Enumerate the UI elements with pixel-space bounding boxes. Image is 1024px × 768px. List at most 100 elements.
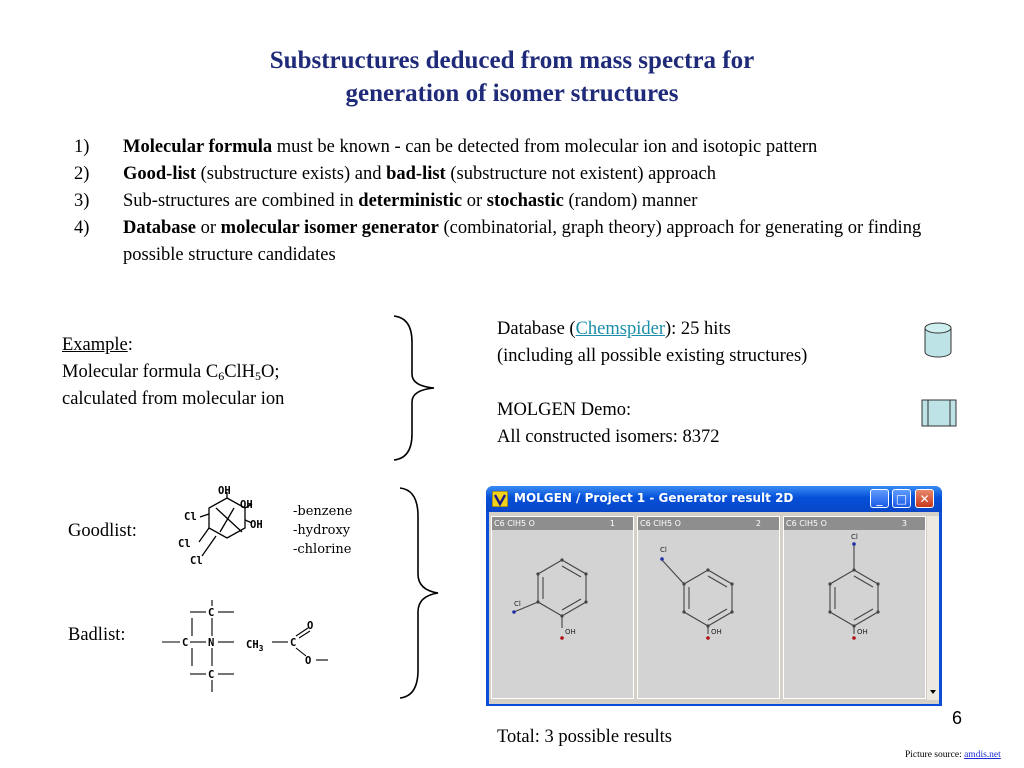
database-note: (including all possible existing structu…	[497, 346, 808, 366]
page-number: 6	[952, 708, 963, 728]
atom-o: O	[305, 655, 311, 667]
panel-index: 3	[901, 519, 907, 528]
chemspider-link[interactable]: Chemspider	[575, 319, 665, 339]
scroll-down-arrow-icon[interactable]	[929, 688, 937, 696]
generator-icon	[921, 399, 957, 427]
source-prefix: Picture source:	[905, 750, 965, 760]
molgen-app-icon	[492, 491, 508, 507]
vertical-scrollbar[interactable]	[927, 516, 939, 700]
database-suffix: ): 25 hits	[665, 319, 731, 339]
list-number: 2)	[74, 164, 90, 184]
panel-index: 1	[609, 519, 615, 528]
molecule-4-chlorophenol: Cl OH	[828, 533, 880, 640]
goodlist-label: Goodlist:	[68, 521, 137, 541]
list-item: 3) Sub-structures are combined in determ…	[74, 188, 974, 215]
window-body: C6 ClH5 O 1 Cl OH C6 ClH5 O 2	[489, 512, 939, 704]
feature-hydroxy: -hydroxy	[293, 523, 351, 538]
list-text: (substructure exists) and	[195, 164, 387, 184]
list-item: 1) Molecular formula must be known - can…	[74, 134, 974, 161]
example-label: Example	[62, 335, 128, 355]
database-block: Database (Chemspider): 25 hits (includin…	[497, 316, 807, 451]
atom-n: N	[208, 637, 214, 649]
close-button[interactable]: ✕	[915, 489, 934, 508]
badlist-label: Badlist:	[68, 625, 126, 645]
goodlist-structure: OH OH OH Cl Cl Cl	[178, 485, 263, 567]
window-title: MOLGEN / Project 1 - Generator result 2D	[514, 491, 794, 505]
atom-c: C	[290, 637, 296, 649]
list-number: 1)	[74, 137, 90, 157]
title-line-2: generation of isomer structures	[345, 80, 679, 107]
atom-o: O	[307, 620, 313, 632]
formula-suffix: O;	[261, 362, 280, 382]
atom-cl: Cl	[190, 555, 203, 567]
amdis-link[interactable]: amdis.net	[964, 750, 1001, 760]
list-text: or	[195, 218, 221, 238]
atom-cl: Cl	[851, 533, 858, 541]
list-text: Sub-structures are combined in	[123, 191, 359, 211]
list-item: 2) Good-list (substructure exists) and b…	[74, 161, 974, 188]
result-panel-2[interactable]: C6 ClH5 O 2 Cl OH	[637, 516, 780, 699]
panel-formula: C6 ClH5 O	[494, 519, 535, 528]
list-number: 4)	[74, 218, 90, 238]
picture-source: Picture source: amdis.net	[905, 750, 1001, 760]
database-icon	[924, 322, 952, 358]
atom-oh: OH	[240, 499, 253, 511]
atom-c: C	[208, 607, 214, 619]
feature-benzene: -benzene	[293, 504, 353, 519]
result-panel-1[interactable]: C6 ClH5 O 1 Cl OH	[491, 516, 634, 699]
atom-oh: OH	[711, 628, 722, 636]
title-line-1: Substructures deduced from mass spectra …	[269, 47, 755, 74]
list-text: (combinatorial, graph theory) approach f…	[123, 218, 922, 265]
list-bold-term: Database	[123, 218, 196, 238]
molgen-window: MOLGEN / Project 1 - Generator result 2D…	[486, 486, 942, 706]
panel-formula: C6 ClH5 O	[786, 519, 827, 528]
list-number: 3)	[74, 191, 90, 211]
list-text: (substructure not existent) approach	[445, 164, 716, 184]
badlist-structure: C C N C CH3 C O O	[162, 600, 328, 692]
atom-ch3: CH3	[246, 639, 264, 653]
atom-oh: OH	[565, 628, 576, 636]
atom-cl: Cl	[514, 600, 521, 608]
formula-subscript: 6	[218, 369, 225, 383]
window-titlebar[interactable]: MOLGEN / Project 1 - Generator result 2D…	[486, 486, 942, 512]
list-text: (random) manner	[563, 191, 698, 211]
formula-mid: ClH	[224, 362, 256, 382]
atom-oh: OH	[250, 519, 263, 531]
right-brace-bottom	[399, 487, 439, 699]
atom-cl: Cl	[184, 511, 197, 523]
molecule-3-chlorophenol: Cl OH	[660, 546, 734, 640]
atom-cl: Cl	[178, 538, 191, 550]
feature-chlorine: -chlorine	[293, 542, 352, 557]
formula-subscript: 5	[255, 369, 262, 383]
list-bold-term: deterministic	[358, 191, 463, 211]
numbered-list: 1) Molecular formula must be known - can…	[74, 134, 974, 269]
molgen-count: All constructed isomers: 8372	[497, 427, 720, 447]
list-bold-term: bad-list	[386, 164, 446, 184]
example-block: Example: Molecular formula C6ClH5O; calc…	[62, 332, 284, 413]
list-text: must be known - can be detected from mol…	[272, 137, 818, 157]
minimize-button[interactable]: _	[870, 489, 889, 508]
panel-header: C6 ClH5 O 3	[784, 517, 925, 530]
result-panel-3[interactable]: C6 ClH5 O 3 Cl OH	[783, 516, 926, 699]
atom-c: C	[182, 637, 188, 649]
atom-oh: OH	[857, 628, 868, 636]
formula-prefix: Molecular formula C	[62, 362, 219, 382]
atom-c: C	[208, 669, 214, 681]
list-bold-term: Good-list	[123, 164, 196, 184]
atom-oh: OH	[218, 485, 231, 497]
panel-header: C6 ClH5 O 1	[492, 517, 633, 530]
panel-index: 2	[755, 519, 761, 528]
example-formula: Molecular formula C6ClH5O;	[62, 359, 284, 386]
list-bold-term: Molecular formula	[123, 137, 273, 157]
molecule-2-chlorophenol: Cl OH	[512, 558, 588, 640]
total-results: Total: 3 possible results	[497, 727, 672, 747]
goodlist-features: -benzene -hydroxy -chlorine	[293, 502, 352, 559]
molgen-heading: MOLGEN Demo:	[497, 400, 632, 420]
list-bold-term: molecular isomer generator	[220, 218, 439, 238]
example-colon: :	[127, 335, 133, 355]
slide-title: Substructures deduced from mass spectra …	[0, 44, 1024, 110]
list-text: or	[462, 191, 487, 211]
maximize-button[interactable]: □	[892, 489, 911, 508]
example-line-3: calculated from molecular ion	[62, 389, 285, 409]
database-prefix: Database (	[497, 319, 576, 339]
